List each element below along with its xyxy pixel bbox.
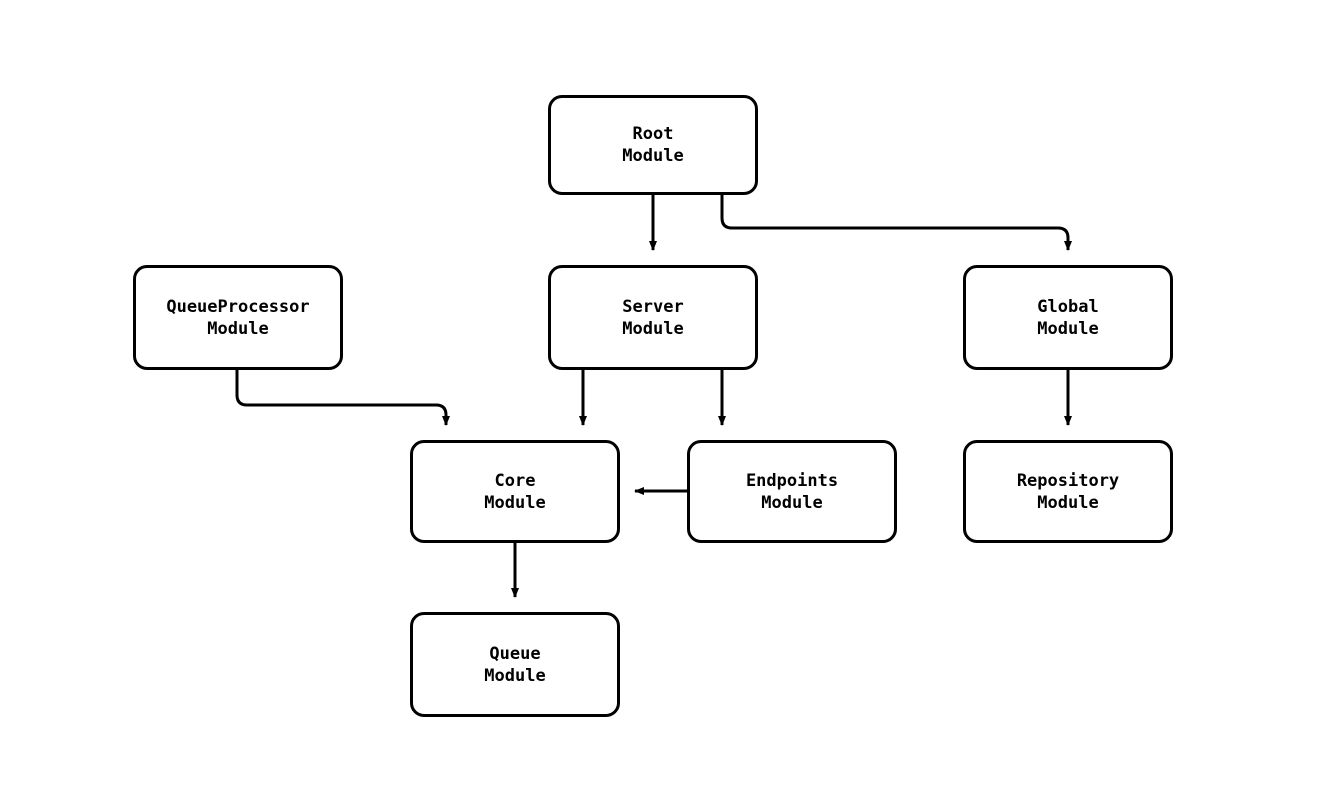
node-global-label-line2: Module — [1037, 318, 1099, 339]
node-repository-label-line2: Module — [1037, 492, 1099, 513]
edge-queueprocessor-to-core — [235, 370, 450, 426]
node-global-label-line1: Global — [1037, 296, 1099, 317]
node-root-label-line2: Module — [622, 146, 684, 166]
node-endpoints-label-line2: Module — [761, 492, 823, 513]
node-repository-label-line1: Repository — [1016, 470, 1120, 491]
node-queueprocessor-label-line2: Module — [207, 318, 269, 339]
node-root-label-line1: Root — [632, 124, 674, 144]
node-queue-label-line1: Queue — [489, 643, 541, 664]
node-core-label-line1: Core — [494, 470, 536, 491]
node-endpoints-label-line1: Endpoints — [745, 470, 839, 491]
node-server-label-line1: Server — [622, 296, 684, 317]
node-queueprocessor-label-line1: QueueProcessor — [166, 296, 310, 317]
node-server-label-line2: Module — [622, 318, 684, 339]
edge-root-to-global — [720, 195, 1072, 251]
node-queue-label-line2: Module — [484, 665, 546, 686]
node-core-label-line2: Module — [484, 492, 546, 513]
